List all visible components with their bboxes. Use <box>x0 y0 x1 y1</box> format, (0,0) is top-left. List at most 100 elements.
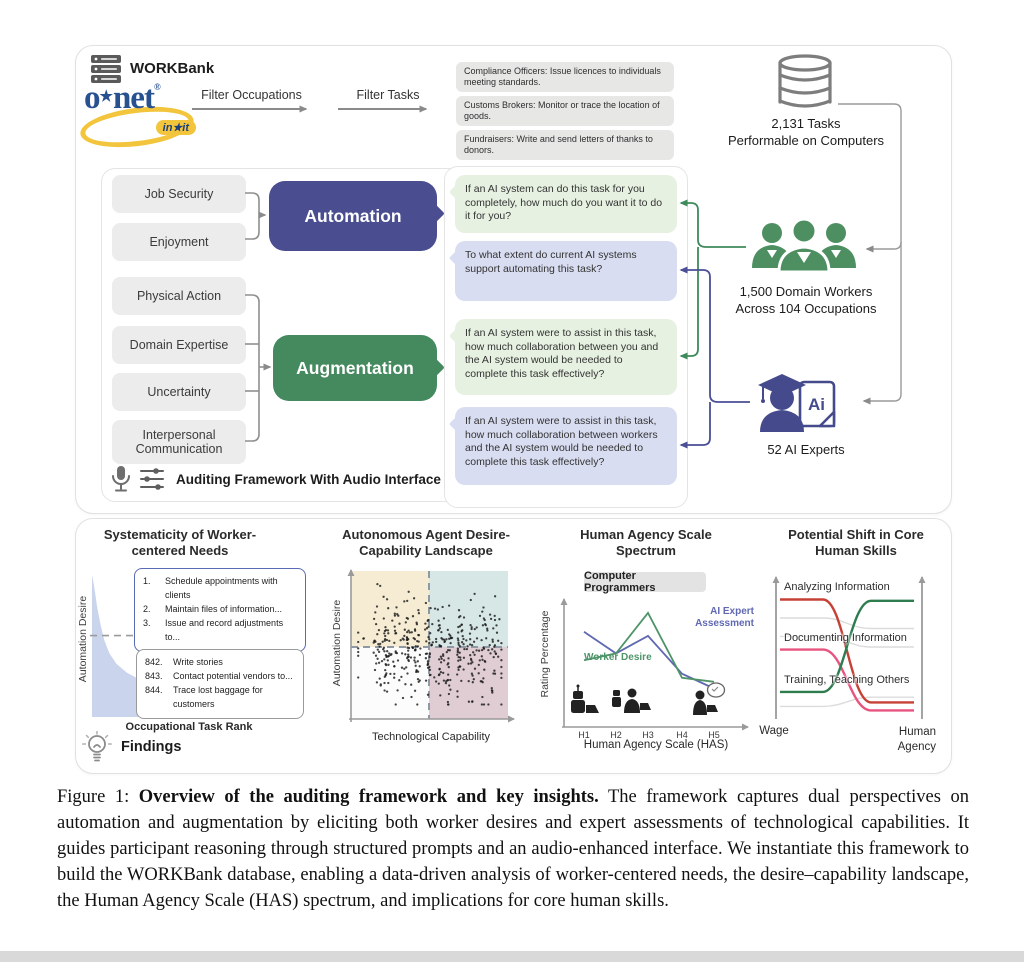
panel1-xlabel: Occupational Task Rank <box>125 721 253 733</box>
occupation-badge: Computer Programmers <box>584 570 706 594</box>
audio-interface-row: Auditing Framework With Audio Interface <box>110 463 441 495</box>
svg-text:H1: H1 <box>578 730 590 740</box>
workers-stat-line1: 1,500 Domain Workers <box>739 284 873 299</box>
task-line: 842.Write stories <box>145 657 223 667</box>
scatter-points <box>357 582 503 706</box>
task-line: 1.Schedule appointments with clients <box>143 576 278 600</box>
tasks-stat-line1: 2,131 Tasks <box>771 116 841 131</box>
quadrant-top-left <box>351 571 429 647</box>
skill-slope-lines <box>780 598 914 712</box>
ai-expert-series-label: AI Expert Assessment <box>695 606 754 629</box>
task-line: 2.Maintain files of information... <box>143 603 283 614</box>
area-high-desire <box>92 574 180 717</box>
human-agency-axis-label: Human Agency <box>897 726 936 753</box>
ai-expert-icon: Ai <box>758 374 836 432</box>
human-with-agency-icon <box>693 682 726 715</box>
task-example: Compliance Officers: Issue licences to i… <box>456 62 674 92</box>
skill-line <box>780 648 914 712</box>
criterion-enjoyment: Enjoyment <box>112 223 246 261</box>
expert-automation-question: To what extent do current AI systems sup… <box>455 241 677 301</box>
panel2-xlabel: Technological Capability <box>371 731 490 743</box>
ai-doc-label: Ai <box>808 395 825 414</box>
skill-documenting-label: Documenting Information <box>784 632 907 644</box>
caption-bold: Overview of the auditing framework and k… <box>138 787 599 807</box>
criterion-job-security: Job Security <box>112 175 246 213</box>
tasks-stat-line2: Performable on Computers <box>727 132 885 148</box>
automation-box: Automation <box>269 181 437 251</box>
worker-question-lines <box>679 199 746 360</box>
domain-workers-icon <box>752 217 856 274</box>
svg-text:H2: H2 <box>610 730 622 740</box>
task-example: Customs Brokers: Monitor or trace the lo… <box>456 96 674 126</box>
window-edge <box>0 951 1024 962</box>
worker-desire-line <box>583 611 715 683</box>
caption-prefix: Figure 1: <box>57 787 130 807</box>
filter-tasks-label: Filter Tasks <box>356 88 420 102</box>
tasks-database-icon <box>778 54 832 108</box>
findings-label: Findings <box>121 739 182 755</box>
criterion-domain-expertise: Domain Expertise <box>112 326 246 364</box>
criterion-interpersonal-communication: Interpersonal Communication <box>112 420 246 464</box>
has-ticks: H1 H2 H3 H4 H5 <box>578 730 720 740</box>
desire-capability-scatter <box>347 569 515 723</box>
low-desire-tasks-box: 842.Write stories 843.Contact potential … <box>136 649 304 719</box>
panel3-title: Human Agency Scale Spectrum <box>580 527 712 559</box>
skills-shift-chart <box>772 576 926 719</box>
onet-init-badge: in★it <box>155 120 196 135</box>
sliders-icon <box>140 468 164 490</box>
skill-line <box>780 599 914 694</box>
task-line: 844.Trace lost baggage for customers <box>145 684 263 709</box>
questions-panel: If an AI system can do this task for you… <box>444 166 688 508</box>
high-desire-tasks-box: 1.Schedule appointments with clients 2.M… <box>134 568 306 652</box>
skill-training-label: Training, Teaching Others <box>784 674 910 686</box>
svg-text:H3: H3 <box>642 730 654 740</box>
svg-text:H5: H5 <box>708 730 720 740</box>
expert-augmentation-question: If an AI system were to assist in this t… <box>455 407 677 485</box>
worker-automation-question: If an AI system can do this task for you… <box>455 175 677 233</box>
findings-row: Findings <box>82 731 181 763</box>
audio-interface-label: Auditing Framework With Audio Interface <box>176 471 441 487</box>
augmentation-box: Augmentation <box>273 335 437 401</box>
robot-and-human-icon <box>612 688 651 713</box>
experts-stat: 52 AI Experts <box>767 442 845 457</box>
skill-analyzing-label: Analyzing Information <box>784 581 890 593</box>
task-example: Fundraisers: Write and send letters of t… <box>456 130 674 160</box>
lightbulb-icon <box>82 731 112 762</box>
worker-desire-series-label: Worker Desire <box>584 652 652 663</box>
panel2-title: Autonomous Agent Desire-Capability Lands… <box>342 527 510 559</box>
panel3-xlabel: Human Agency Scale (HAS) <box>583 739 729 751</box>
filter-occupations-label: Filter Occupations <box>201 88 302 102</box>
workers-stat-line2: Across 104 Occupations <box>735 300 877 316</box>
criterion-physical-action: Physical Action <box>112 277 246 315</box>
criteria-panel: Job Security Enjoyment Physical Action D… <box>101 168 465 502</box>
background-skill-line <box>780 696 914 708</box>
panel3-ylabel: Rating Percentage <box>539 610 551 698</box>
onet-logo: o★net® in★it <box>78 80 210 153</box>
worker-augmentation-question: If an AI system were to assist in this t… <box>455 319 677 395</box>
microphone-icon <box>112 466 130 492</box>
wage-axis-label: Wage <box>759 725 789 737</box>
workers-stat: 1,500 Domain Workers Across 104 Occupati… <box>696 284 916 318</box>
has-spectrum-chart: H1 H2 H3 H4 H5 <box>560 598 749 740</box>
robot-at-laptop-icon <box>571 684 599 713</box>
insights-panel: Systematicity of Worker-centered Needs A… <box>75 518 952 774</box>
figure-caption: Figure 1: Overview of the auditing frame… <box>57 784 969 914</box>
framework-panel: WORKBank o★net® in★it Filter Occupations… <box>75 45 952 514</box>
panel4-title: Potential Shift in Core Human Skills <box>788 527 924 559</box>
background-skill-line <box>780 635 914 648</box>
onet-star-icon: ★ <box>99 89 113 105</box>
quadrant-top-right <box>429 571 508 647</box>
workbank-title: WORKBank <box>130 60 215 77</box>
quadrant-bottom-left <box>351 647 429 719</box>
panel1-title: Systematicity of Worker-centered Needs <box>103 527 257 559</box>
task-line: 3.Issue and record adjustments to... <box>143 617 284 642</box>
tasks-stat: 2,131 Tasks Performable on Computers <box>696 116 916 150</box>
caption-body: The framework captures dual perspectives… <box>57 787 969 911</box>
onet-wordmark: o★net® <box>84 80 161 116</box>
svg-text:H4: H4 <box>676 730 688 740</box>
skill-line <box>780 598 914 704</box>
task-line: 843.Contact potential vendors to... <box>145 670 293 681</box>
criterion-uncertainty: Uncertainty <box>112 373 246 411</box>
workbank-database-icon <box>91 55 121 83</box>
